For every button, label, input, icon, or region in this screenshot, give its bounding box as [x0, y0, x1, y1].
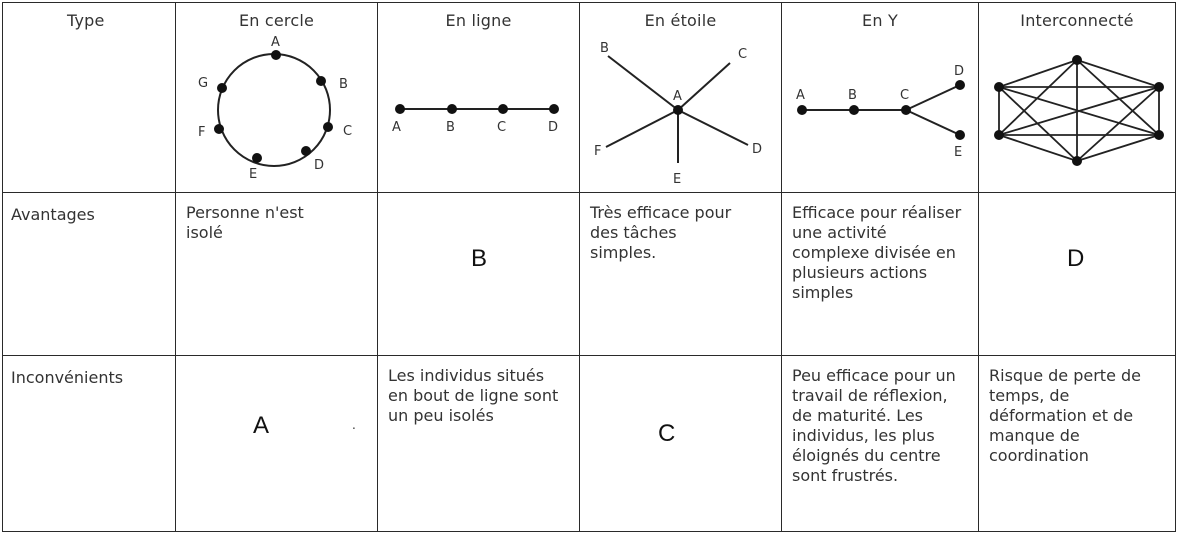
- type-header: Type: [67, 11, 105, 30]
- ligne-label-a: A: [392, 120, 401, 135]
- etoile-label-e: E: [673, 172, 681, 187]
- y-node-e: [955, 130, 965, 140]
- interconnecte-inconvenients-cell: Risque de perte de temps, de déformation…: [978, 355, 1176, 532]
- type-header-cell: Type: [2, 2, 176, 193]
- ligne-diagram: A B C D: [392, 104, 559, 135]
- ligne-header-cell: En ligne A B C D: [377, 2, 580, 193]
- ligne-label-c: C: [497, 120, 506, 135]
- y-diagram: A B C D E: [796, 64, 965, 160]
- network-types-table: Type En cercle A B C D E: [2, 2, 1176, 532]
- answer-b: B: [471, 245, 488, 272]
- etoile-label-a: A: [673, 89, 682, 104]
- inconvenients-row: Inconvénients A . Les individus situés e…: [2, 355, 1176, 532]
- y-avantages-cell: Efficace pour réaliser une activité comp…: [781, 192, 979, 356]
- cercle-header-cell: En cercle A B C D E F G: [175, 2, 378, 193]
- ligne-node-d: [549, 104, 559, 114]
- y-avantages-text: Efficace pour réaliser une activité comp…: [792, 203, 962, 302]
- cercle-label-f: F: [198, 125, 205, 140]
- y-label-b: B: [848, 88, 857, 103]
- cercle-node-e: [252, 153, 262, 163]
- y-label-a: A: [796, 88, 805, 103]
- etoile-node-a: [673, 105, 683, 115]
- header-row: Type En cercle A B C D E: [2, 2, 1176, 193]
- etoile-avantages-text: Très efficace pour des tâches simples.: [590, 203, 732, 262]
- y-node-c: [901, 105, 911, 115]
- cercle-label-e: E: [249, 167, 257, 182]
- etoile-label-d: D: [752, 142, 762, 157]
- cercle-avantages-cell: Personne n'est isolé: [175, 192, 378, 356]
- ligne-title: En ligne: [445, 11, 512, 30]
- cercle-inconvenients-cell[interactable]: A .: [175, 355, 378, 532]
- cercle-title: En cercle: [238, 11, 315, 30]
- interconnecte-inconvenients-text: Risque de perte de temps, de déformation…: [989, 366, 1141, 465]
- etoile-avantages-cell: Très efficace pour des tâches simples.: [579, 192, 782, 356]
- etoile-label-c: C: [738, 47, 747, 62]
- cercle-node-c: [323, 122, 333, 132]
- answer-a: A: [253, 412, 270, 439]
- cercle-label-c: C: [343, 124, 352, 139]
- ligne-node-c: [498, 104, 508, 114]
- cercle-node-f: [214, 124, 224, 134]
- cercle-node-a: [271, 50, 281, 60]
- cercle-label-b: B: [339, 77, 348, 92]
- interconnecte-node-2: [1154, 82, 1164, 92]
- y-inconvenients-cell: Peu efficace pour un travail de réflexio…: [781, 355, 979, 532]
- ligne-avantages-cell[interactable]: B: [377, 192, 580, 356]
- interconnecte-node-5: [994, 130, 1004, 140]
- interconnecte-node-1: [1072, 55, 1082, 65]
- ligne-inconvenients-cell: Les individus situés en bout de ligne so…: [377, 355, 580, 532]
- y-node-d: [955, 80, 965, 90]
- cercle-label-a: A: [271, 35, 280, 50]
- ligne-node-a: [395, 104, 405, 114]
- cercle-diagram: A B C D E F G: [198, 35, 352, 182]
- avantages-label: Avantages: [11, 205, 95, 224]
- answer-d: D: [1067, 245, 1085, 272]
- ligne-node-b: [447, 104, 457, 114]
- y-node-b: [849, 105, 859, 115]
- cercle-node-g: [217, 83, 227, 93]
- ligne-inconvenients-text: Les individus situés en bout de ligne so…: [388, 366, 559, 425]
- y-inconvenients-text: Peu efficace pour un travail de réflexio…: [792, 366, 956, 485]
- cercle-node-d: [301, 146, 311, 156]
- interconnecte-diagram: [994, 55, 1164, 166]
- etoile-title: En étoile: [644, 11, 717, 30]
- interconnecte-node-4: [1072, 156, 1082, 166]
- avantages-label-cell: Avantages: [2, 192, 176, 356]
- interconnecte-avantages-cell[interactable]: D: [978, 192, 1176, 356]
- interconnecte-title: Interconnecté: [1020, 11, 1134, 30]
- cercle-label-g: G: [198, 76, 208, 91]
- ligne-label-d: D: [548, 120, 558, 135]
- inconvenients-label: Inconvénients: [11, 368, 124, 387]
- y-node-a: [797, 105, 807, 115]
- cercle-node-b: [316, 76, 326, 86]
- etoile-diagram: A B C D E F: [594, 41, 762, 187]
- etoile-header-cell: En étoile A B C D E F: [579, 2, 782, 193]
- inconvenients-label-cell: Inconvénients: [2, 355, 176, 532]
- y-header-cell: En Y A B C D E: [781, 2, 979, 193]
- etoile-label-b: B: [600, 41, 609, 56]
- y-label-e: E: [954, 145, 962, 160]
- avantages-row: Avantages Personne n'est isolé B Très ef…: [2, 192, 1176, 356]
- y-label-c: C: [900, 88, 909, 103]
- interconnecte-node-3: [1154, 130, 1164, 140]
- y-title: En Y: [862, 11, 898, 30]
- y-label-d: D: [954, 64, 964, 79]
- answer-c: C: [658, 420, 676, 447]
- interconnecte-header-cell: Interconnecté: [978, 2, 1176, 193]
- etoile-label-f: F: [594, 144, 601, 159]
- cercle-label-d: D: [314, 158, 324, 173]
- stray-dot: .: [352, 418, 356, 432]
- etoile-inconvenients-cell[interactable]: C: [579, 355, 782, 532]
- cercle-avantages-text: Personne n'est isolé: [186, 203, 304, 242]
- interconnecte-node-6: [994, 82, 1004, 92]
- ligne-label-b: B: [446, 120, 455, 135]
